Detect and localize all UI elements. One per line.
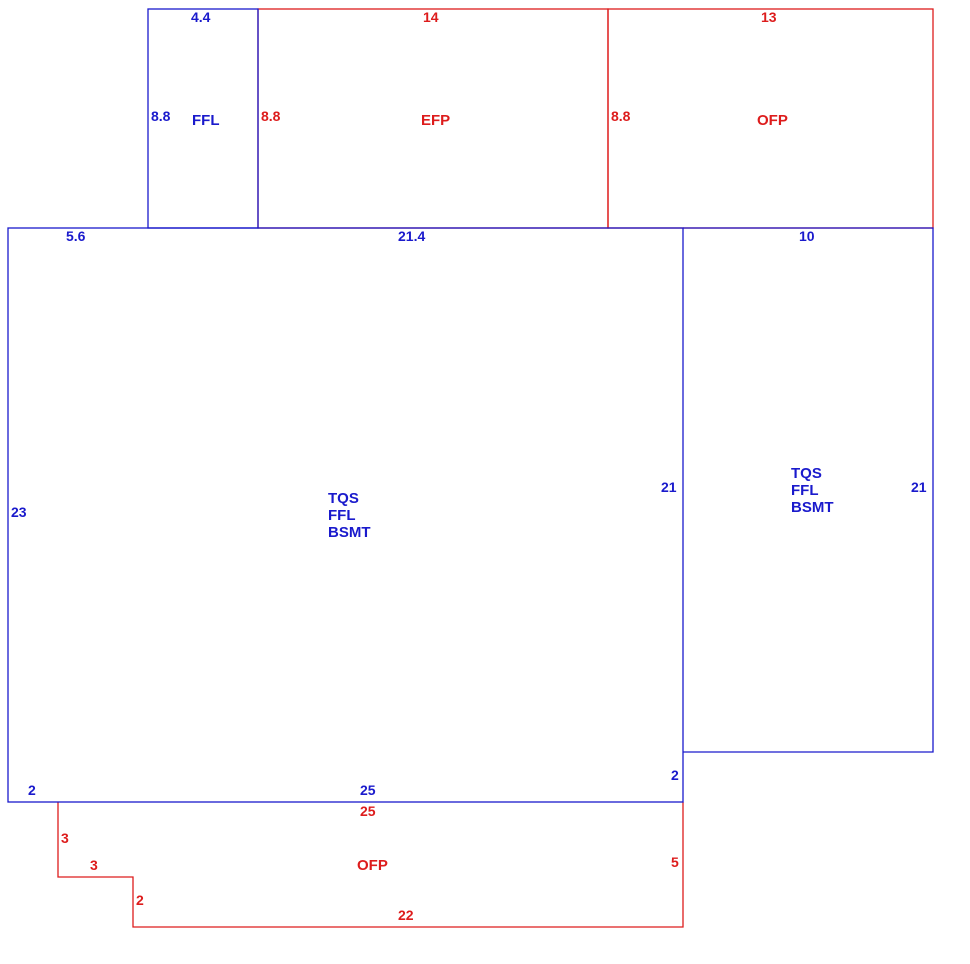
main-outline — [7, 227, 684, 803]
dim-main-bottom-left: 2 — [28, 782, 36, 798]
main-label-line2: FFL — [328, 507, 356, 524]
dim-ffl-top-width: 4.4 — [191, 9, 211, 25]
dim-right-top: 10 — [799, 228, 815, 244]
right-label-line3: BSMT — [791, 499, 834, 516]
dim-ofp-bottom-top: 25 — [360, 803, 376, 819]
right-label-line1: TQS — [791, 465, 822, 482]
outlines — [7, 8, 934, 928]
dim-ofp-bottom-bottom: 22 — [398, 907, 414, 923]
dim-ofp-bottom-right: 5 — [671, 854, 679, 870]
dim-main-left: 23 — [11, 504, 27, 520]
dim-efp-width: 14 — [423, 9, 439, 25]
dim-main-top-left: 5.6 — [66, 228, 86, 244]
dim-ofp-top-width: 13 — [761, 9, 777, 25]
dim-ofp-top-height: 8.8 — [611, 108, 631, 124]
ofp-bottom-label: OFP — [357, 857, 388, 874]
right-label-line2: FFL — [791, 482, 819, 499]
ofp-top-label: OFP — [757, 112, 788, 129]
dim-ofp-bottom-left-1: 3 — [61, 830, 69, 846]
area-labels: FFL EFP OFP TQS FFL BSMT TQS FFL BSMT OF… — [192, 112, 834, 874]
dim-main-right: 21 — [661, 479, 677, 495]
dim-ofp-bottom-step: 3 — [90, 857, 98, 873]
dim-efp-height: 8.8 — [261, 108, 281, 124]
dim-main-bottom: 25 — [360, 782, 376, 798]
dim-main-jog: 2 — [671, 767, 679, 783]
main-label-line1: TQS — [328, 490, 359, 507]
dim-ffl-top-height: 8.8 — [151, 108, 171, 124]
dim-ofp-bottom-left-2: 2 — [136, 892, 144, 908]
main-label-line3: BSMT — [328, 524, 371, 541]
dim-right-right: 21 — [911, 479, 927, 495]
dimension-labels: 4.4 8.8 14 8.8 13 8.8 5.6 21.4 23 21 25 … — [11, 9, 927, 923]
ffl-top-label: FFL — [192, 112, 220, 129]
right-outline — [683, 227, 934, 753]
ofp-bottom-outline — [57, 802, 684, 928]
dim-main-top-right: 21.4 — [398, 228, 425, 244]
efp-label: EFP — [421, 112, 450, 129]
